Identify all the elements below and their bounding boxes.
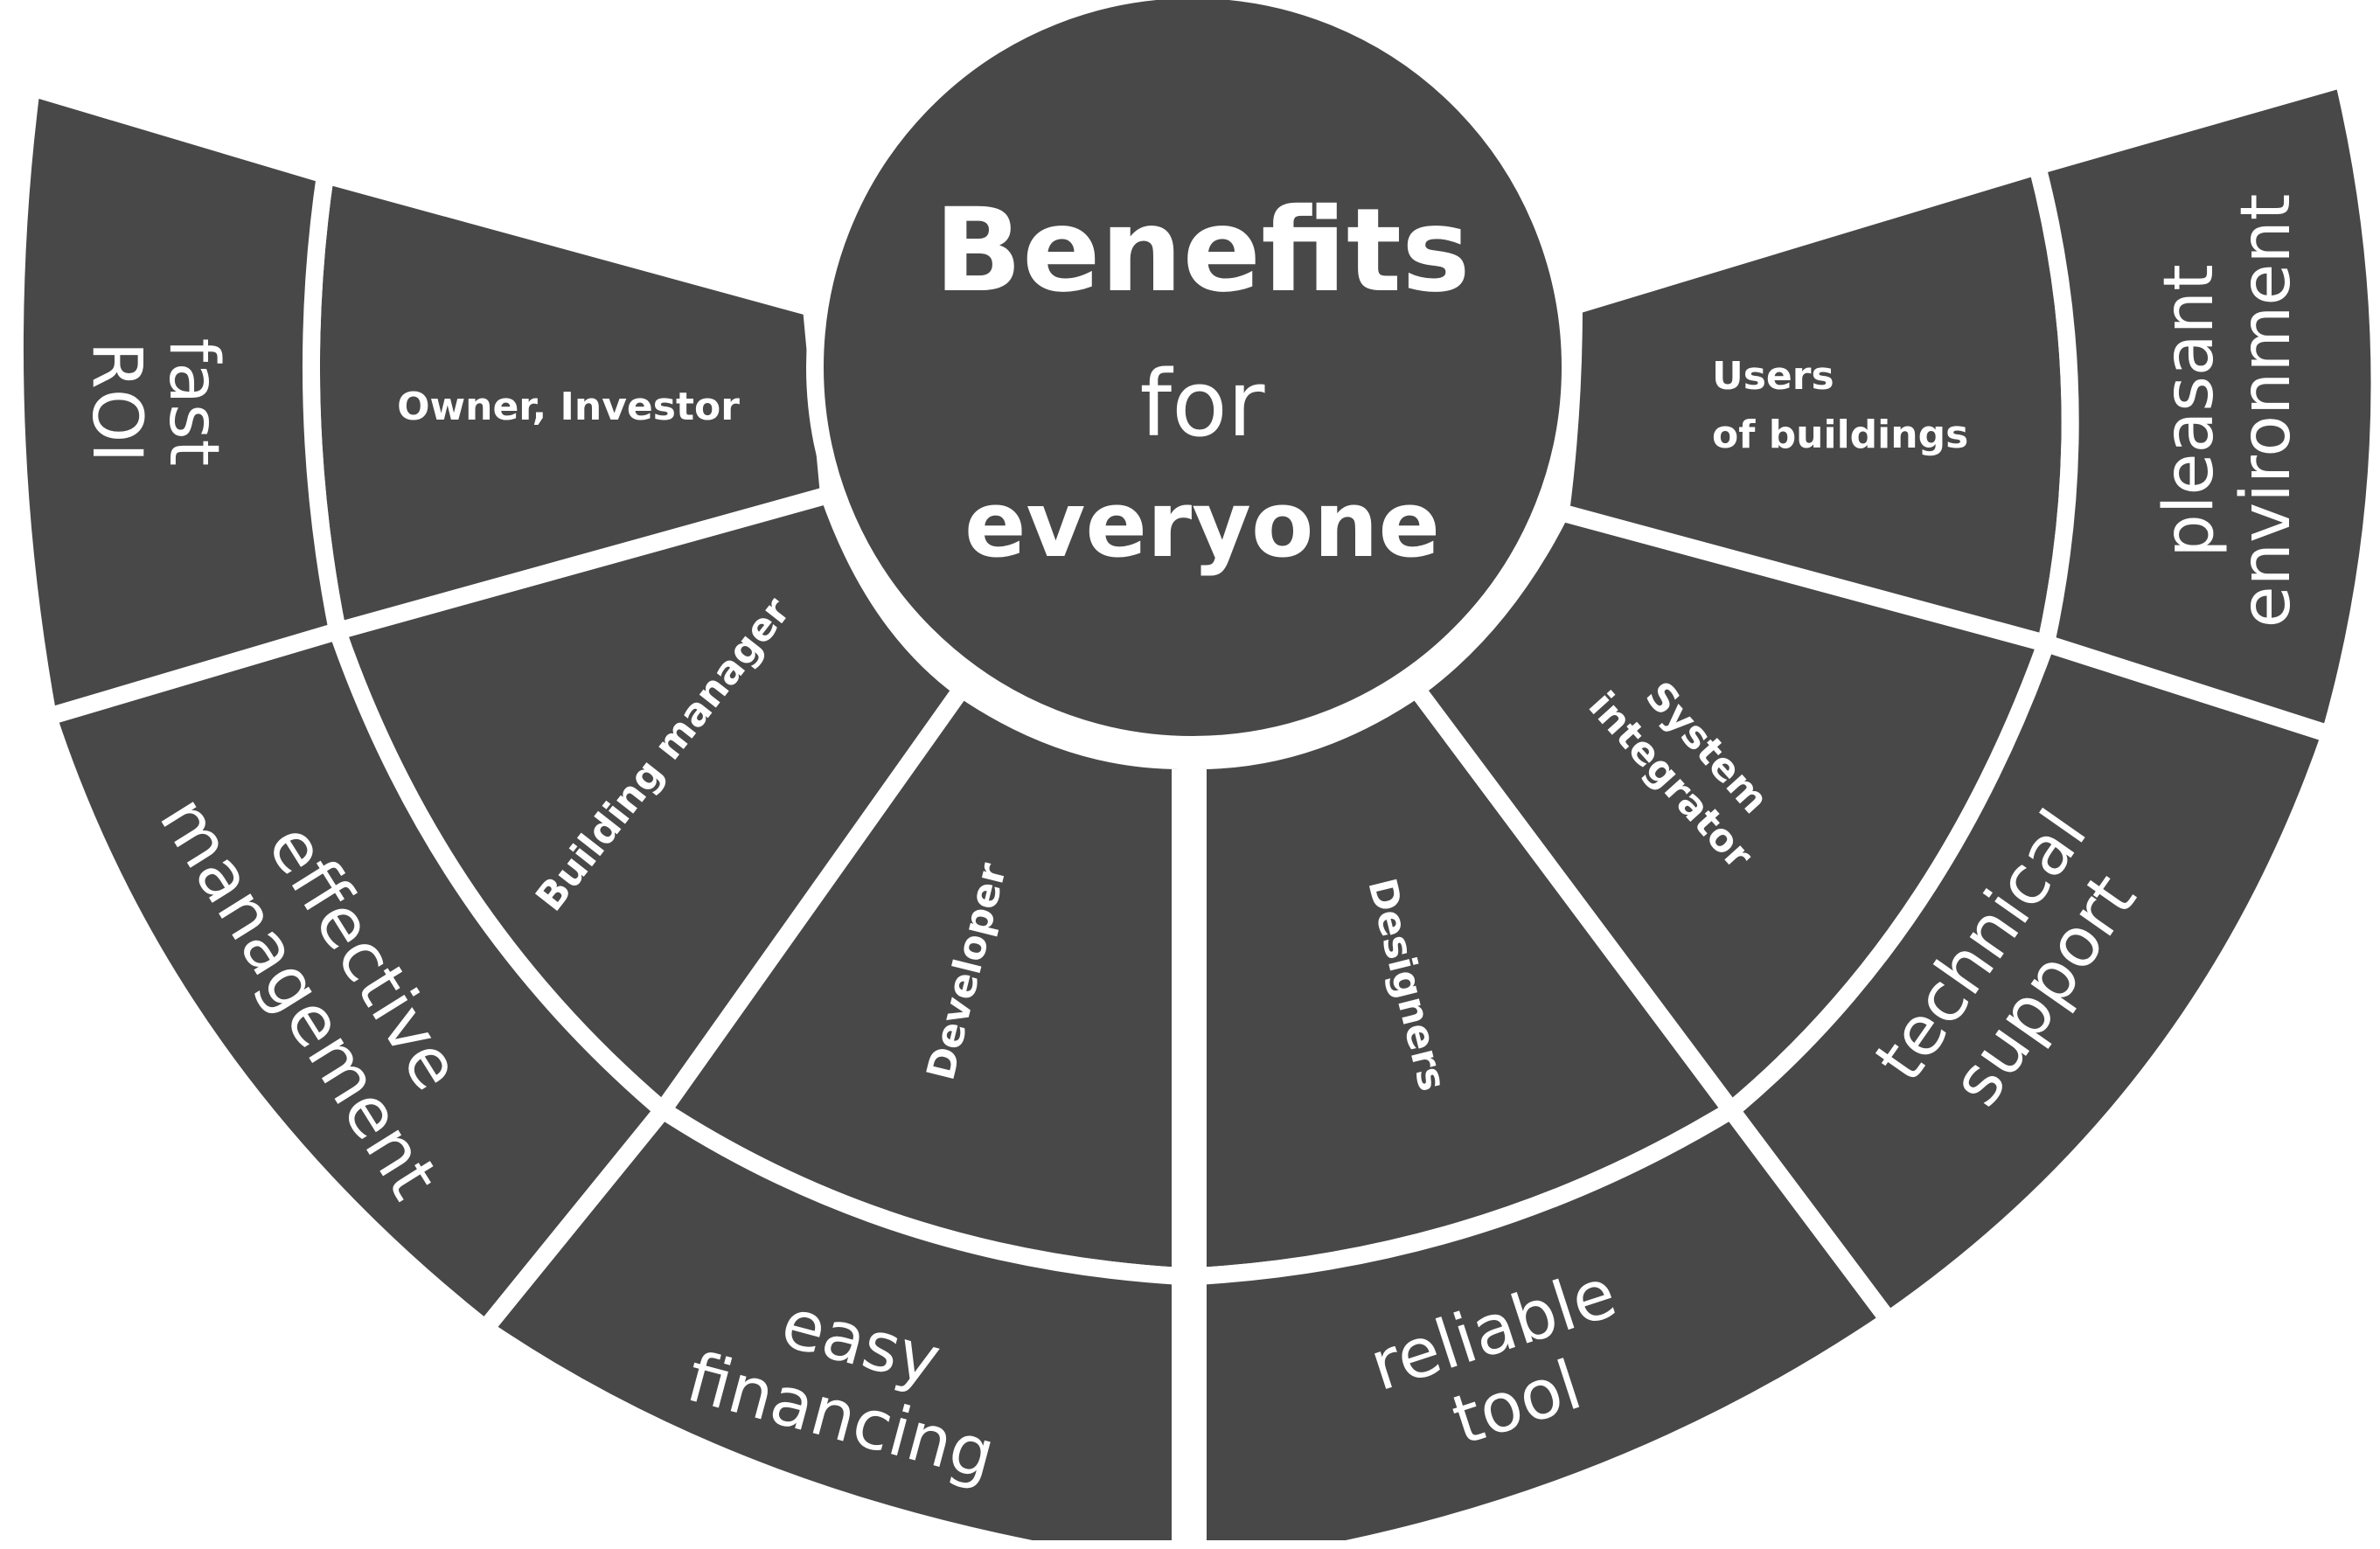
outer-segment-pleasant-environment <box>2026 67 2380 746</box>
outer-label-environment: environment <box>2227 194 2306 629</box>
center-title-line1: Benefits <box>934 184 1470 318</box>
inner-label-owner-investor: Owner, Investor <box>397 385 740 429</box>
outer-label-roi: ROI <box>77 342 156 463</box>
outer-segment-easy-financing <box>472 1098 1189 1549</box>
outer-label-fast: fast <box>154 338 233 466</box>
inner-label-of-buildings: of buildings <box>1712 413 1968 457</box>
outer-label-pleasant: pleasant <box>2150 264 2229 557</box>
outer-label-pleasant-environment-group: pleasant environment <box>2150 194 2306 629</box>
center-title-line2: for <box>1140 351 1265 457</box>
center-circle <box>806 0 1579 754</box>
inner-label-users: Users <box>1712 354 1834 399</box>
center-title-line3: everyone <box>964 471 1440 578</box>
outer-segment-technical-support <box>1719 632 2342 1332</box>
outer-label-fast-roi-group: fast ROI <box>77 338 233 466</box>
